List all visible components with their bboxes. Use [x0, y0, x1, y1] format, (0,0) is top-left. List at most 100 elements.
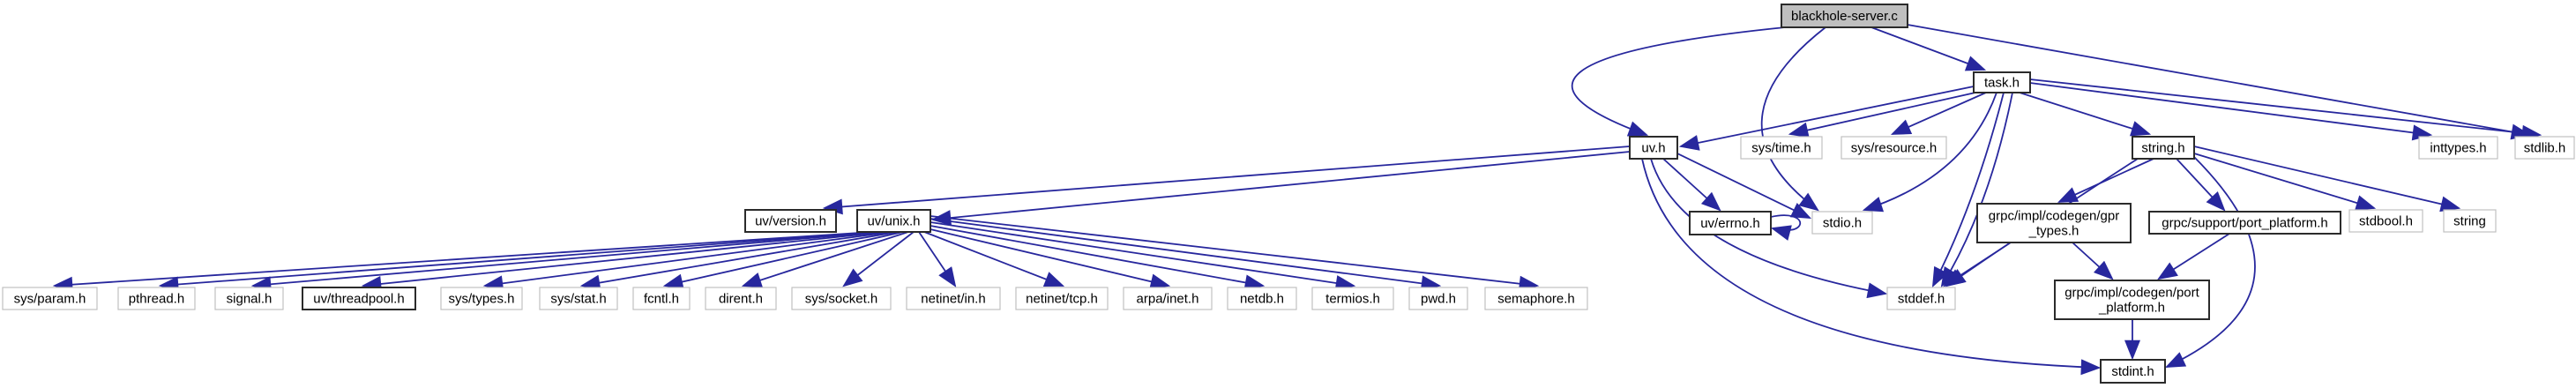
node-uvversion[interactable]: uv/version.h [744, 209, 837, 233]
edge-stringh-to-stdbool [2193, 153, 2377, 211]
node-uvthreadpool[interactable]: uv/threadpool.h [302, 287, 416, 310]
node-arpainet[interactable]: arpa/inet.h [1123, 287, 1213, 310]
node-sysresource[interactable]: sys/resource.h [1841, 136, 1947, 160]
node-label-task: task.h [1984, 76, 2020, 91]
node-semaphore[interactable]: semaphore.h [1484, 287, 1588, 310]
node-uvunix[interactable]: uv/unix.h [856, 209, 931, 233]
edge-gprtypes-to-gport [2072, 242, 2114, 280]
node-stdbool[interactable]: stdbool.h [2348, 209, 2423, 233]
node-stdlib[interactable]: stdlib.h [2514, 136, 2575, 160]
edge-uvunix-to-netinettcp [923, 231, 1065, 287]
edge-uv-to-uvversion [822, 146, 1631, 215]
node-box-gport [2054, 280, 2210, 320]
node-box-sysstat [539, 287, 618, 310]
node-label-arpainet: arpa/inet.h [1137, 292, 1199, 307]
node-termios[interactable]: termios.h [1311, 287, 1394, 310]
node-box-uv [1629, 136, 1678, 160]
edge-uv-to-stdio [1676, 153, 1812, 219]
node-uverrno[interactable]: uv/errno.h [1689, 211, 1772, 235]
node-label-fcntl: fcntl.h [644, 292, 679, 307]
node-stringnode[interactable]: string [2443, 209, 2497, 233]
edge-uvunix-to-semaphore [930, 215, 1540, 292]
node-box-sysresource [1841, 136, 1947, 160]
edge-uverrno-to-uverrno [1770, 214, 1802, 241]
edge-uvunix-to-netdb [930, 225, 1266, 291]
node-box-gprtypes [1976, 203, 2132, 243]
node-label-netinettcp: netinet/tcp.h [1026, 292, 1098, 307]
node-fcntl[interactable]: fcntl.h [632, 287, 691, 310]
node-dirent[interactable]: dirent.h [705, 287, 777, 310]
edge-uvunix-to-syssocket [842, 231, 915, 287]
edge-task-to-inttypes [2029, 82, 2433, 141]
node-box-systime [1740, 136, 1823, 160]
node-box-arpainet [1123, 287, 1213, 310]
node-systypes[interactable]: sys/types.h [440, 287, 523, 310]
node-syssocket[interactable]: sys/socket.h [791, 287, 892, 310]
node-inttypes[interactable]: inttypes.h [2418, 136, 2498, 160]
node-gprtypes[interactable]: grpc/impl/codegen/gpr_types.h [1976, 203, 2132, 243]
node-label-uvunix: uv/unix.h [867, 214, 920, 229]
node-sysparam[interactable]: sys/param.h [2, 287, 98, 310]
edge-uvunix-to-arpainet [930, 228, 1171, 290]
node-label-inttypes: inttypes.h [2430, 141, 2486, 156]
edge-uvunix-to-sysparam [52, 231, 874, 293]
edge-uvunix-to-termios [930, 221, 1356, 291]
node-label-stdio: stdio.h [1823, 216, 1862, 231]
node-gsupport[interactable]: grpc/support/port_platform.h [2148, 211, 2341, 235]
node-box-stdlib [2514, 136, 2575, 160]
node-box-stringh [2132, 136, 2195, 160]
node-box-uvthreadpool [302, 287, 416, 310]
node-pthread[interactable]: pthread.h [117, 287, 196, 310]
node-box-termios [1311, 287, 1394, 310]
node-netinettcp[interactable]: netinet/tcp.h [1015, 287, 1109, 310]
node-label-bhs: blackhole-server.c [1791, 9, 1898, 24]
edge-uv-to-stddef [1650, 158, 1888, 299]
node-label-uverrno: uv/errno.h [1700, 216, 1760, 231]
node-label-dirent: dirent.h [719, 292, 763, 307]
edge-uvunix-to-uvthreadpool [361, 231, 888, 292]
node-box-sysparam [2, 287, 98, 310]
node-box-fcntl [632, 287, 691, 310]
node-systime[interactable]: sys/time.h [1740, 136, 1823, 160]
node-gport[interactable]: grpc/impl/codegen/port_platform.h [2054, 280, 2210, 320]
node-label-stdint: stdint.h [2111, 364, 2154, 379]
node-box-semaphore [1484, 287, 1588, 310]
node-netinetin[interactable]: netinet/in.h [906, 287, 1001, 310]
node-label-semaphore: semaphore.h [1497, 292, 1575, 307]
node-box-stddef [1886, 287, 1956, 310]
node-box-pwd [1408, 287, 1468, 310]
node-signal[interactable]: signal.h [214, 287, 284, 310]
node-sysstat[interactable]: sys/stat.h [539, 287, 618, 310]
node-stddef[interactable]: stddef.h [1886, 287, 1956, 310]
edge-uvunix-to-fcntl [662, 231, 904, 290]
node-label-sysstat: sys/stat.h [550, 292, 606, 307]
node-task[interactable]: task.h [1973, 71, 2031, 93]
node-box-stdio [1811, 211, 1873, 235]
node-netdb[interactable]: netdb.h [1227, 287, 1297, 310]
edge-gprtypes-to-stddef [1943, 242, 2012, 287]
edge-uvunix-to-sysstat [579, 231, 899, 291]
edge-bhs-to-stdlib [1907, 24, 2532, 140]
edge-uv-to-stdint [1641, 158, 2102, 376]
node-pwd[interactable]: pwd.h [1408, 287, 1468, 310]
edge-uvunix-to-pwd [930, 218, 1442, 292]
node-box-uvunix [856, 209, 931, 233]
edge-task-to-uv [1678, 86, 1975, 151]
node-label-systime: sys/time.h [1751, 141, 1811, 156]
node-box-bhs [1781, 4, 1908, 28]
node-stdio[interactable]: stdio.h [1811, 211, 1873, 235]
node-bhs[interactable]: blackhole-server.c [1781, 4, 1908, 28]
node-stdint[interactable]: stdint.h [2100, 359, 2166, 384]
edge-uvunix-to-signal [250, 231, 883, 293]
node-label-gport: grpc/impl/codegen/port_platform.h [2065, 286, 2199, 316]
edge-stringh-to-gprtypes [2057, 158, 2154, 203]
node-stringh[interactable]: string.h [2132, 136, 2195, 160]
node-label-signal: signal.h [227, 292, 273, 307]
node-box-syssocket [791, 287, 892, 310]
edge-stringh-to-stringnode [2193, 146, 2461, 213]
node-uv[interactable]: uv.h [1629, 136, 1678, 160]
edge-task-to-stringh [2019, 92, 2152, 137]
edge-uv-to-uvunix [930, 151, 1631, 226]
edge-task-to-systime [1788, 92, 1976, 138]
